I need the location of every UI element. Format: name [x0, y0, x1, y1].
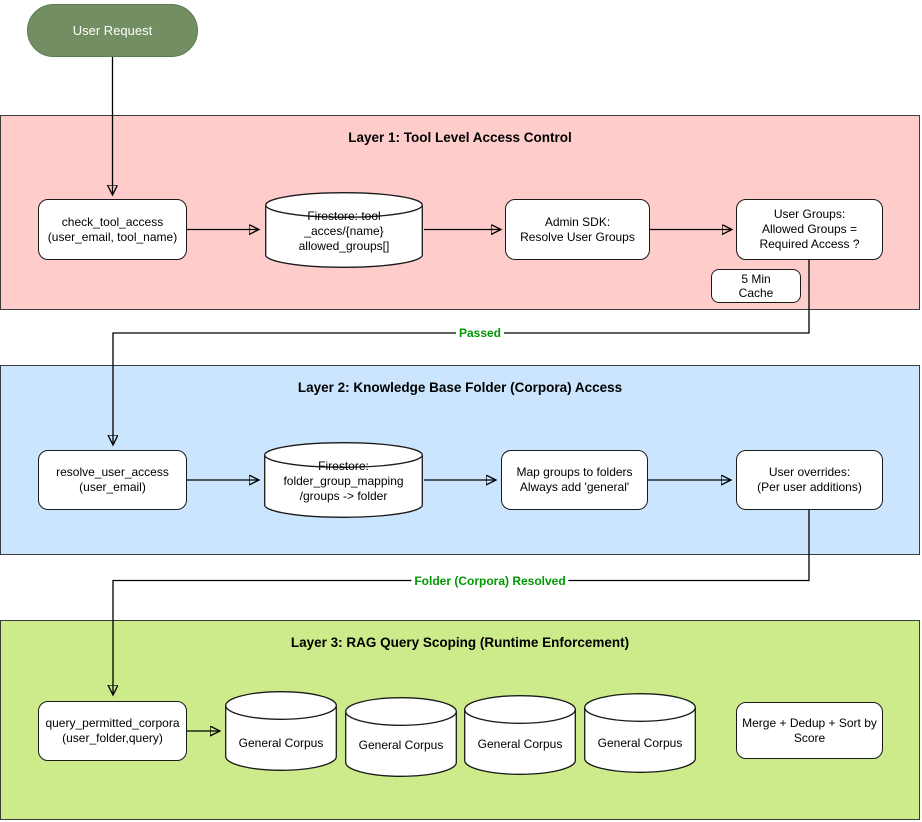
- node-merge-dedup-sort: Merge + Dedup + Sort by Score: [736, 702, 883, 759]
- node-query-permitted-corpora: query_permitted_corpora (user_folder,que…: [38, 701, 187, 761]
- user-request-node: User Request: [27, 4, 198, 57]
- layer3-title: Layer 3: RAG Query Scoping (Runtime Enfo…: [290, 635, 630, 650]
- cylinder-icon: [264, 442, 423, 518]
- node-user-overrides: User overrides: (Per user additions): [736, 450, 883, 510]
- cylinder-icon: [584, 693, 696, 773]
- node-user-groups: User Groups: Allowed Groups = Required A…: [736, 199, 883, 260]
- general-corpus-db-1: General Corpus: [225, 691, 337, 771]
- node-map-groups: Map groups to folders Always add 'genera…: [501, 450, 648, 510]
- node-check-tool-access: check_tool_access (user_email, tool_name…: [38, 199, 187, 260]
- general-corpus-db-4: General Corpus: [584, 693, 696, 773]
- user-request-label: User Request: [72, 23, 153, 38]
- cylinder-icon: [464, 695, 576, 775]
- cylinder-icon: [345, 697, 457, 777]
- cylinder-icon: [225, 691, 337, 771]
- layer2-title: Layer 2: Knowledge Base Folder (Corpora)…: [297, 380, 623, 395]
- folder-resolved-label: Folder (Corpora) Resolved: [411, 574, 569, 588]
- passed-label: Passed: [455, 326, 505, 340]
- firestore-folder-mapping-db: Firestore: folder_group_mapping /groups …: [264, 442, 423, 518]
- general-corpus-db-2: General Corpus: [345, 697, 457, 777]
- layer1-title: Layer 1: Tool Level Access Control: [348, 130, 572, 145]
- node-cache: 5 Min Cache: [711, 269, 801, 303]
- general-corpus-db-3: General Corpus: [464, 695, 576, 775]
- node-admin-sdk: Admin SDK: Resolve User Groups: [505, 199, 650, 260]
- node-resolve-user-access: resolve_user_access (user_email): [38, 450, 187, 510]
- firestore-tool-access-db: Firestore: tool _acces/{name} allowed_gr…: [265, 192, 423, 268]
